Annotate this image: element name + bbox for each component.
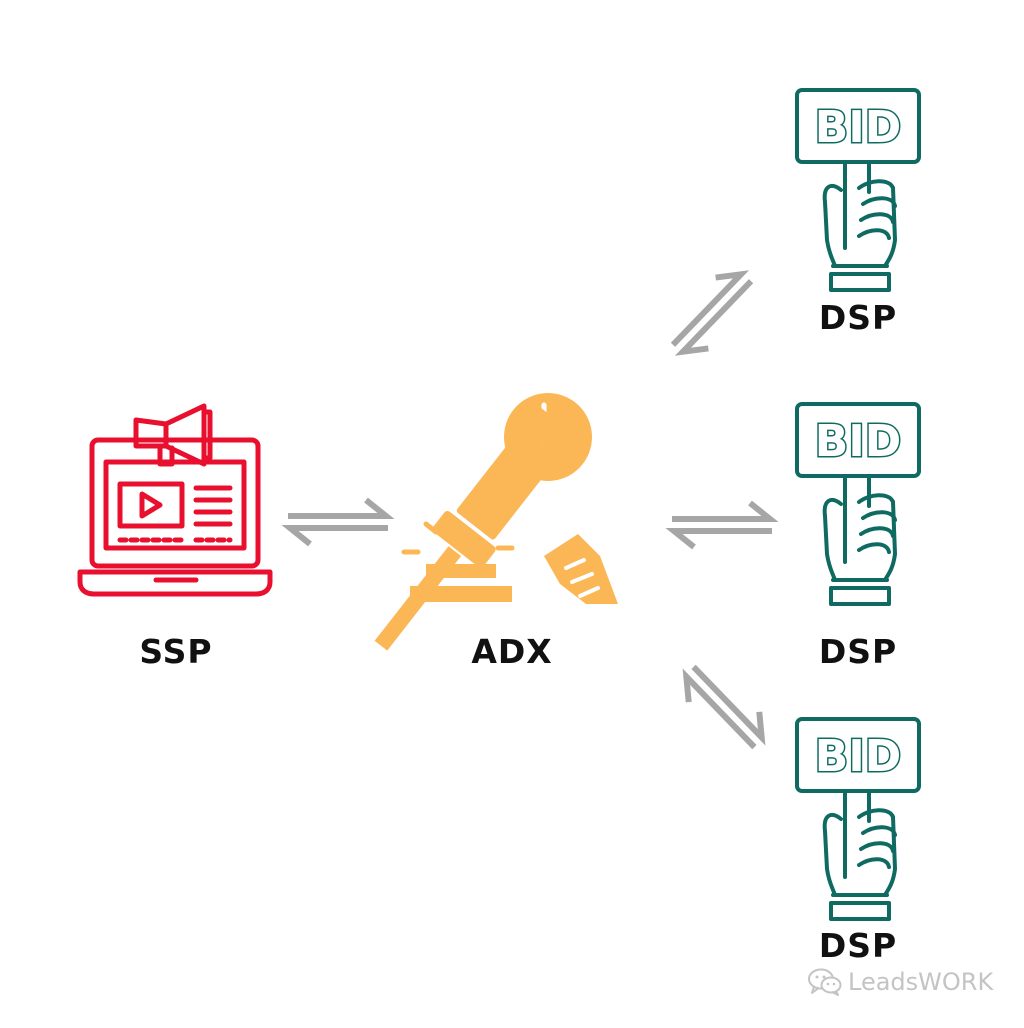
dsp-top-bid-sign-icon: BID xyxy=(795,88,921,292)
arrow-adx-dsp-middle xyxy=(672,503,772,547)
dsp-bottom-label: DSP xyxy=(818,926,898,965)
adx-label: ADX xyxy=(471,632,553,671)
ssp-laptop-icon xyxy=(77,403,273,597)
dsp-middle-bid-sign-icon: BID xyxy=(795,402,921,606)
dsp-bottom-sign-text: BID xyxy=(815,731,901,782)
dsp-top-label: DSP xyxy=(818,298,898,337)
watermark: LeadsWORK xyxy=(808,964,993,1000)
arrow-adx-dsp-top xyxy=(661,262,762,364)
dsp-top-sign-text: BID xyxy=(815,102,901,153)
wechat-icon xyxy=(808,968,842,996)
ssp-label: SSP xyxy=(139,632,213,671)
adx-gavel-icon xyxy=(374,393,618,651)
dsp-bottom-bid-sign-icon: BID xyxy=(795,717,921,921)
arrow-ssp-adx xyxy=(288,500,388,544)
dsp-middle-label: DSP xyxy=(818,632,898,671)
dsp-middle-sign-text: BID xyxy=(815,416,901,467)
watermark-text: LeadsWORK xyxy=(848,968,994,996)
arrow-adx-dsp-bottom xyxy=(673,656,774,758)
